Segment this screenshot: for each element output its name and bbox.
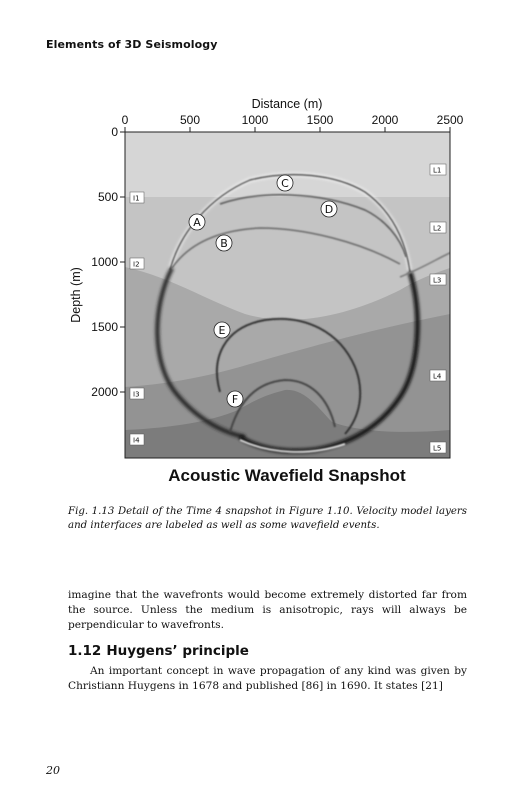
layer-label-L1: L1	[429, 163, 447, 176]
x-tick-label: 0	[122, 113, 129, 127]
svg-text:I3: I3	[133, 391, 140, 399]
paragraph-huygens: An important concept in wave propagation…	[68, 665, 467, 692]
wavefield-chart: I1 I2 I3 I4 L1 L2	[69, 97, 464, 485]
wavefront-A-left	[155, 267, 246, 439]
x-axis-title: Distance (m)	[252, 97, 323, 111]
x-axis: 0 500 1000 1500 2000 2500	[122, 113, 464, 132]
svg-text:L4: L4	[433, 373, 442, 381]
section-number: 1.12	[68, 643, 102, 659]
event-label-C: C	[276, 174, 294, 192]
chart-title: Acoustic Wavefield Snapshot	[168, 466, 406, 485]
y-tick-label: 0	[111, 125, 118, 139]
figure-caption: Fig. 1.13 Detail of the Time 4 snapshot …	[68, 506, 467, 531]
layer-label-L4: L4	[429, 369, 447, 382]
svg-text:L1: L1	[433, 167, 441, 175]
svg-text:A: A	[193, 216, 201, 229]
wavefront-F	[229, 378, 336, 433]
layer-label-L5: L5	[429, 441, 447, 454]
x-tick-label: 1000	[242, 113, 269, 127]
wavefront-D	[219, 194, 407, 258]
wavefront-B	[171, 227, 401, 269]
section-title: Huygens’ principle	[106, 643, 249, 659]
plot-frame	[124, 131, 451, 459]
y-tick-label: 1500	[91, 320, 118, 334]
svg-text:D: D	[325, 203, 333, 216]
event-label-A: A	[188, 213, 206, 231]
x-tick-label: 1500	[307, 113, 334, 127]
svg-text:F: F	[232, 393, 238, 406]
wavefront-E	[216, 317, 362, 435]
x-tick-label: 500	[180, 113, 200, 127]
y-tick-label: 1000	[91, 255, 118, 269]
svg-text:L5: L5	[433, 445, 441, 453]
event-label-F: F	[226, 390, 244, 408]
event-label-E: E	[213, 321, 231, 339]
svg-text:C: C	[281, 177, 289, 190]
svg-text:L3: L3	[433, 277, 441, 285]
layer-label-L2: L2	[429, 221, 447, 234]
interface-label-I1: I1	[129, 191, 145, 204]
svg-text:L2: L2	[433, 225, 441, 233]
svg-text:E: E	[219, 324, 226, 337]
layer-label-L3: L3	[429, 273, 447, 286]
svg-text:I2: I2	[133, 261, 140, 269]
interface-label-I2: I2	[129, 257, 145, 270]
x-tick-label: 2500	[437, 113, 464, 127]
wavefront-headwave	[399, 252, 450, 278]
svg-text:I1: I1	[133, 195, 140, 203]
plot-area: I1 I2 I3 I4 L1 L2	[125, 132, 450, 458]
svg-text:I4: I4	[133, 437, 140, 445]
svg-text:B: B	[220, 237, 228, 250]
figure-wavefield-snapshot: I1 I2 I3 I4 L1 L2	[60, 92, 480, 492]
y-tick-label: 2000	[91, 385, 118, 399]
paragraph-wavefronts: imagine that the wavefronts would become…	[68, 589, 467, 631]
x-tick-label: 2000	[372, 113, 399, 127]
page-number: 20	[46, 764, 60, 777]
layer-L5	[125, 389, 450, 458]
running-head: Elements of 3D Seismology	[46, 38, 218, 51]
interface-label-I4: I4	[129, 433, 145, 446]
y-axis-title: Depth (m)	[69, 267, 83, 323]
y-axis: 0 500 1000 1500 2000	[91, 125, 125, 399]
event-label-B: B	[215, 234, 233, 252]
y-tick-label: 500	[98, 190, 118, 204]
event-label-D: D	[320, 200, 338, 218]
interface-label-I3: I3	[129, 387, 145, 400]
wavefront-F-bright	[239, 439, 346, 453]
